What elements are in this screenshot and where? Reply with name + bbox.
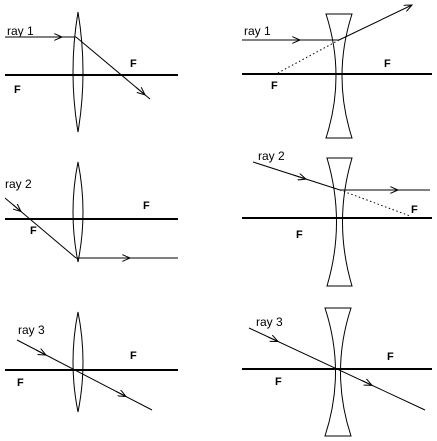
converging-lens xyxy=(72,161,84,263)
focus-label-left: F xyxy=(296,229,303,241)
incident-ray-arrow xyxy=(267,337,278,342)
panel-convex-ray-3: ray 3 F F xyxy=(5,311,178,413)
focus-label-right: F xyxy=(384,58,391,70)
diverging-lens xyxy=(325,13,353,139)
focus-label-left: F xyxy=(17,377,24,389)
focus-label-left: F xyxy=(271,80,278,92)
virtual-extension xyxy=(275,39,340,75)
converging-lens xyxy=(72,11,84,133)
panel-convex-ray-1: ray 1 F F xyxy=(5,11,178,133)
incident-ray-arrow xyxy=(13,205,21,212)
focus-label-right: F xyxy=(130,350,137,362)
panel-convex-ray-2: ray 2 F F xyxy=(4,161,178,263)
refracted-ray-arrow xyxy=(135,86,145,95)
focus-label-left: F xyxy=(14,84,21,96)
focus-label-right: F xyxy=(411,204,418,216)
incident-ray-arrow xyxy=(35,350,46,355)
diverging-lens xyxy=(324,307,352,437)
ray-label: ray 1 xyxy=(7,24,34,38)
emergent-ray-arrow xyxy=(115,391,126,396)
focus-label-right: F xyxy=(387,351,394,363)
focus-label-right: F xyxy=(143,200,150,212)
diverging-lens xyxy=(326,157,353,287)
converging-lens xyxy=(72,311,84,413)
panel-concave-ray-3: ray 3 F F xyxy=(242,307,432,437)
ray-label: ray 1 xyxy=(244,24,271,38)
ray-label: ray 2 xyxy=(258,149,285,163)
virtual-extension xyxy=(339,189,411,217)
incident-ray-arrow xyxy=(293,175,306,179)
panel-concave-ray-2: ray 2 F F xyxy=(242,149,432,287)
ray-label: ray 3 xyxy=(256,315,283,329)
focus-label-left: F xyxy=(275,376,282,388)
panel-concave-ray-1: ray 1 F F xyxy=(242,5,432,139)
ray-label: ray 2 xyxy=(5,177,32,191)
refracted-ray xyxy=(338,5,412,41)
emergent-ray-arrow xyxy=(361,381,372,386)
focus-label-left: F xyxy=(30,225,37,237)
ray-label: ray 3 xyxy=(18,323,45,337)
focus-label-right: F xyxy=(130,58,137,70)
